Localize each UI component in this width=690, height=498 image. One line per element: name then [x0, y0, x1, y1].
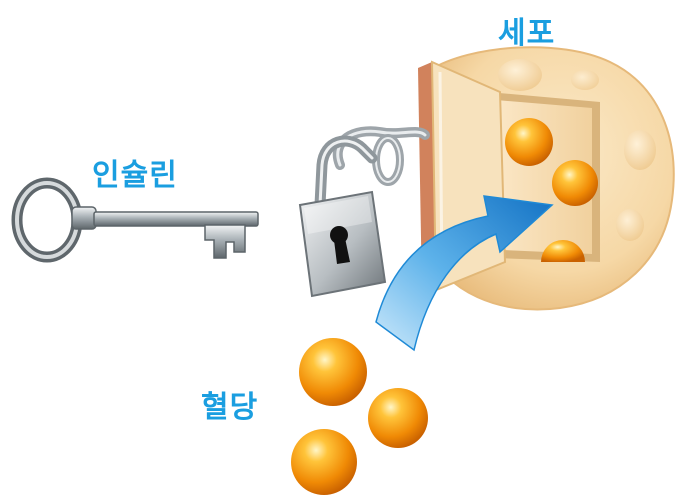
key-icon	[17, 183, 258, 258]
cell-label: 세포	[498, 8, 555, 52]
glucose-label: 혈당	[201, 382, 258, 426]
glucose-sphere-icon	[291, 338, 428, 495]
insulin-label: 인슐린	[92, 150, 178, 194]
